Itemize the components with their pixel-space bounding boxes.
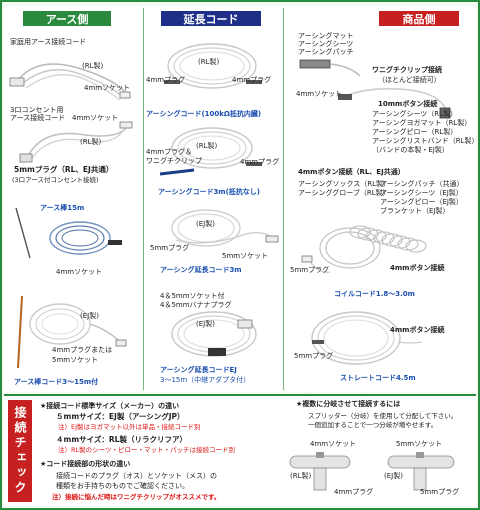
rl-label: (RL製) [198, 58, 220, 66]
socket-5mm-label: 5mmソケット [222, 252, 269, 260]
button-10mm-title: 10mmボタン接続 [378, 100, 438, 108]
split-line: 一個追加することで一つ分岐が増やせます。 [308, 421, 438, 429]
plug-5mm-label: 5mmプラグ [290, 266, 330, 274]
extension-ej-subtitle: 3～15m（中継アダプタ付） [160, 376, 251, 384]
check-note: 注）EJ製はヨガマット以外は単品・接続コード別 [58, 423, 201, 431]
plug-clip-label: ワニグチクリップ [146, 157, 202, 165]
split-title: ★複数に分岐させて接続するには [296, 400, 401, 408]
ej-label: (EJ製) [384, 472, 403, 480]
check-line: 接続コードのプラグ（オス）とソケット（メス）の [56, 472, 217, 480]
clip-connection-title: ワニグチクリップ接続 [372, 66, 442, 74]
rl-label: (RL製) [196, 142, 218, 150]
rl-label: (RL製) [82, 62, 104, 70]
column-divider [143, 8, 144, 390]
earthing-cord-3m-title: アーシングコード3m(抵抗なし) [158, 188, 261, 196]
product-item: ブランケット（EJ製） [380, 207, 450, 215]
check-line: ★接続コード標準サイズ（メーカー）の違い [40, 402, 180, 410]
outlet-cord-title: アース接続コード [10, 114, 66, 122]
extension-3m-title: アーシング延長コード3m [160, 266, 242, 274]
product-item: アーシングパッチ（共通） [380, 180, 464, 188]
extension-column [144, 6, 282, 392]
earth-rod-illustration [15, 207, 122, 259]
check-line: ★コード接続部の形状の違い [40, 460, 131, 468]
plug-5mm-label: 5mmプラグ（RL、EJ共通） [14, 165, 114, 174]
check-note: 注）RL製のシーツ・ピロー・マット・パッチは接続コード別 [58, 446, 236, 454]
plug-4mm-label: 4mmプラグ [334, 488, 374, 496]
rl-label: (RL製) [80, 138, 102, 146]
button-4mm-title: 4mmボタン接続（RL、EJ共通） [298, 168, 405, 176]
product-item: アーシングソックス（RL製） [298, 180, 390, 188]
coil-cord-illustration [301, 225, 427, 273]
product-item: アーシングシーツ [298, 40, 354, 48]
product-item: アーシングヨガマット（RL製） [372, 119, 472, 127]
socket-4mm-label: 4mmソケット [56, 268, 103, 276]
check-line: 種類をお手持ちのものでご確認ください。 [56, 482, 189, 490]
socket-45-label: 4＆5mmソケット付 [160, 292, 225, 300]
plug-or-label: 4mmプラグまたは [52, 346, 113, 354]
plug-5mm-label: 5mmプラグ [150, 244, 190, 252]
earth-column [4, 6, 142, 392]
check-line: ４mmサイズ：RL製（リラクリフア） [56, 435, 187, 444]
outlet-cord-illustration [19, 121, 133, 163]
product-item: （バンドの本製・EJ製） [372, 146, 449, 154]
plug-4mm-label: 4mmプラグ [232, 76, 272, 84]
plug-4mm-label: 4mmプラグ [146, 76, 186, 84]
plug-clip-label: 4mmプラグ＆ [146, 148, 193, 156]
earth-side-header: アース側 [22, 10, 112, 27]
product-item: アーシングパッチ [298, 48, 354, 56]
splitter-rl-icon [289, 452, 351, 491]
plug-5mm-label: 5mmプラグ [294, 352, 334, 360]
product-side-header: 商品側 [378, 10, 460, 27]
ej-label: (EJ製) [80, 312, 99, 320]
connection-check-panel [4, 394, 476, 506]
socket-5mm-label: 5mmソケット [52, 356, 99, 364]
extension-ej-illustration [171, 311, 257, 357]
socket-4mm-label: 4mmソケット [84, 84, 131, 92]
product-item: アーシングピロー（RL製） [372, 128, 458, 136]
product-item: アーシングピロー（EJ製） [380, 198, 463, 206]
product-item: アーシングシーツ（RL製） [372, 110, 458, 118]
product-item: アーシンググローブ（RL製） [298, 189, 390, 197]
ej-label: (EJ製) [196, 220, 215, 228]
product-item: アーシングマット [298, 32, 354, 40]
rl-label: (RL製) [290, 472, 312, 480]
plug-4mm-label: 4mmプラグ [240, 158, 280, 166]
plug-5mm-note: (3口アース付コンセント接続) [12, 176, 99, 184]
column-divider [283, 8, 284, 390]
earthing-cord-3m-illustration [159, 127, 262, 176]
earth-rod-cord-illustration [17, 295, 127, 369]
connection-check-label: 接続チェック [8, 400, 32, 502]
product-item: アーシングシーツ（EJ製） [380, 189, 463, 197]
extension-ej-title: アーシング延長コードEJ [160, 366, 237, 374]
split-line: スプリッター（分岐）を使用して分配して下さい。 [308, 412, 458, 420]
straight-cord-illustration [311, 311, 423, 365]
socket-4mm-label: 4mmソケット [72, 114, 119, 122]
button-4mm-label: 4mmボタン接続 [390, 326, 445, 334]
socket-4mm-label: 4mmソケット [296, 90, 343, 98]
extension-3m-illustration [171, 209, 279, 247]
earth-rod-cord-title: アース棒コード3～15m付 [14, 378, 99, 386]
outlet-cord-title: 3口コンセント用 [10, 106, 64, 114]
socket-5mm-label: 5mmソケット [396, 440, 443, 448]
clip-cord-illustration [299, 59, 451, 119]
earthing-cord-title: アーシングコード(100kΩ抵抗内臓) [146, 110, 262, 118]
straight-cord-title: ストレートコード4.5m [340, 374, 416, 382]
extension-cord-header: 延長コード [160, 10, 262, 27]
product-item: アーシングリストバンド（RL製） [372, 137, 479, 145]
plug-5mm-label: 5mmプラグ [420, 488, 460, 496]
household-cord-illustration [9, 63, 131, 101]
check-note: 注）接続に悩んだ時はワニグチクリップがオススメです。 [52, 493, 221, 501]
earth-rod-15m-label: アース棒15m [40, 204, 85, 212]
socket-45-label: 4＆5mmバナナプラグ [160, 301, 232, 309]
coil-cord-title: コイルコード1.8～3.0m [334, 290, 415, 298]
ej-label: (EJ製) [196, 320, 215, 328]
household-cord-title: 家庭用アース接続コード [10, 38, 87, 46]
splitter-ej-icon [387, 452, 455, 491]
button-4mm-label: 4mmボタン接続 [390, 264, 445, 272]
earthing-cord-illustration [164, 43, 262, 89]
clip-connection-note: （ほとんど接続可） [378, 76, 441, 84]
check-line: ５mmサイズ：EJ製（アーシングJP） [56, 412, 185, 421]
socket-4mm-label: 4mmソケット [310, 440, 357, 448]
